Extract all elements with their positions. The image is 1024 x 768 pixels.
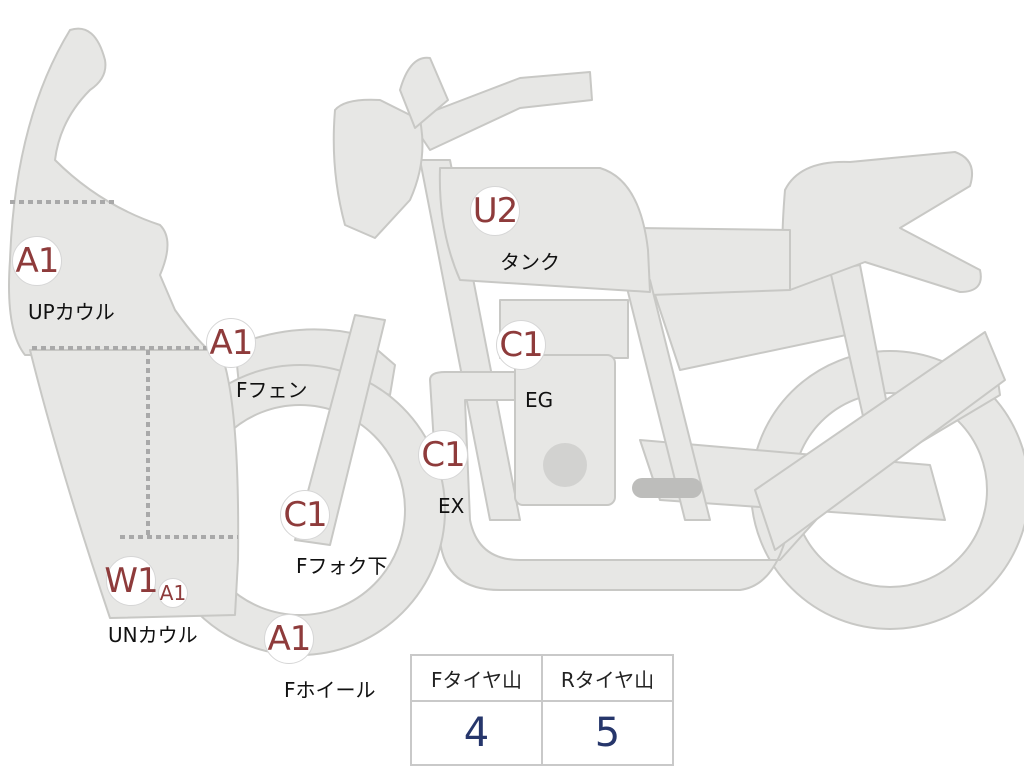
- side-cover: [637, 227, 791, 296]
- front-fork: [294, 314, 386, 546]
- tank-label: タンク: [500, 250, 560, 274]
- under-cowl-shape: [29, 349, 240, 619]
- tank-grade-badge: U2: [470, 186, 520, 236]
- tire-table-value-row: 4 5: [410, 700, 674, 766]
- front-wheel-label: Fホイール: [284, 678, 376, 702]
- up-cowl-grade-badge: A1: [12, 236, 62, 286]
- muffler: [754, 331, 1006, 551]
- tire-table-header-row: Fタイヤ山 Rタイヤ山: [410, 654, 674, 702]
- handlebar: [409, 71, 593, 151]
- front-wheel-grade-badge: A1: [264, 614, 314, 664]
- seat: [781, 151, 982, 293]
- up-cowl-label: UPカウル: [28, 300, 115, 324]
- engine-grade-badge: C1: [496, 320, 546, 370]
- front-tire-header: Fタイヤ山: [410, 654, 543, 702]
- mirror: [399, 56, 449, 129]
- front-fender-label: Fフェン: [236, 378, 308, 402]
- tire-tread-table: Fタイヤ山 Rタイヤ山 4 5: [410, 654, 674, 766]
- front-fork-lower-label: Fフォク下: [296, 554, 388, 578]
- upper-cowl-shape: [8, 27, 216, 356]
- under-cowl-extra-grade-badge: A1: [158, 578, 188, 608]
- exhaust-label: EX: [438, 494, 465, 518]
- rear-tire-value: 5: [541, 700, 674, 766]
- under-cowl-grade-badge: W1: [104, 556, 159, 606]
- footpeg: [632, 478, 702, 498]
- engine-label: EG: [525, 388, 554, 412]
- front-tire-value: 4: [410, 700, 543, 766]
- rear-tire-header: Rタイヤ山: [541, 654, 674, 702]
- front-fender-grade-badge: A1: [206, 318, 256, 368]
- exhaust-grade-badge: C1: [418, 430, 468, 480]
- front-fork-lower-grade-badge: C1: [280, 490, 330, 540]
- engine-cover: [543, 443, 587, 487]
- headlight-nacelle: [332, 98, 424, 239]
- under-cowl-label: UNカウル: [108, 623, 198, 647]
- engine-case: [514, 354, 616, 506]
